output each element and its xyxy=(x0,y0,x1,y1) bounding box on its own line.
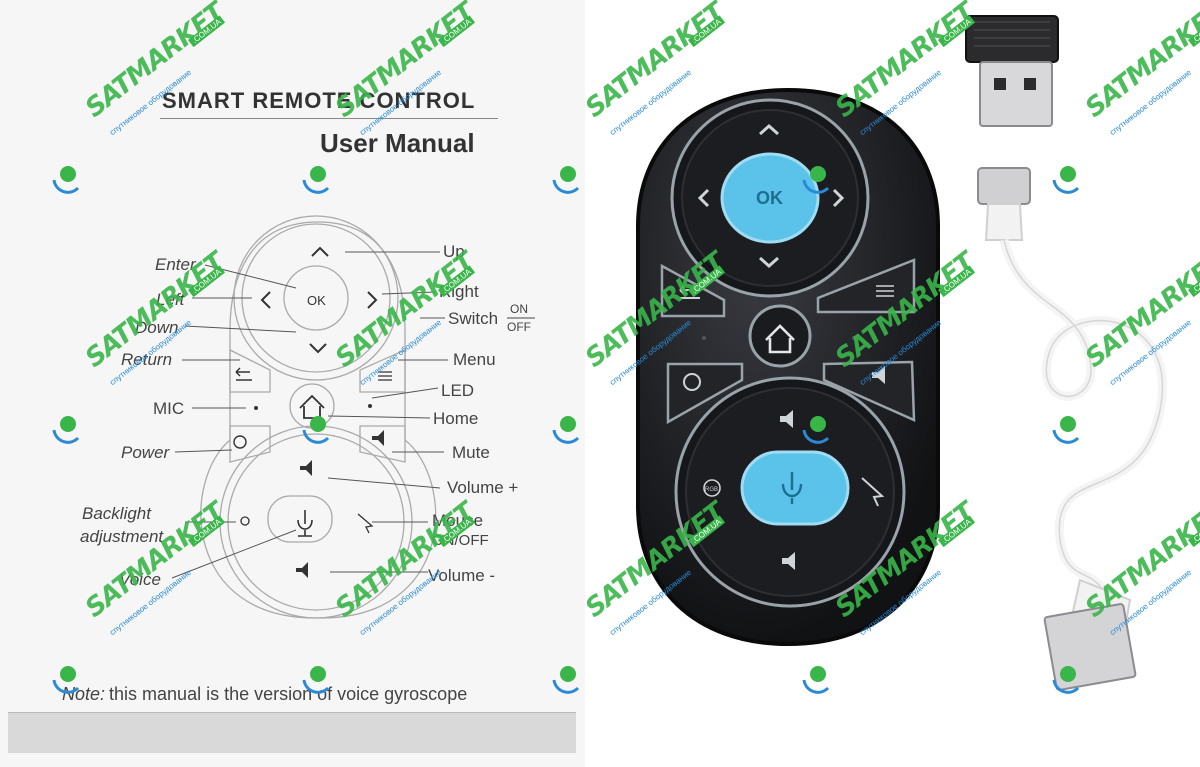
volume-up-icon[interactable] xyxy=(780,410,793,428)
diagram-mic-icon xyxy=(297,510,313,537)
ok-text: OK xyxy=(756,188,783,208)
label-switch-off: OFF xyxy=(507,320,531,334)
left-arrow-icon[interactable] xyxy=(697,188,710,208)
title-rule xyxy=(160,118,498,119)
label-led: LED xyxy=(441,381,475,400)
diagram-right-chevron xyxy=(367,291,378,309)
diagram-power-icon xyxy=(233,435,247,449)
manual-bottom-strip xyxy=(8,712,576,753)
diagram-return-button xyxy=(229,348,271,393)
label-enter: Enter xyxy=(155,255,196,274)
manual-note: Note:this manual is the version of voice… xyxy=(62,684,467,705)
label-adjustment: adjustment xyxy=(80,527,164,546)
label-volume-plus: Volume + xyxy=(447,478,519,497)
diagram-led-dot xyxy=(368,404,372,408)
diagram-home-icon xyxy=(299,394,325,419)
label-switch-on: ON xyxy=(510,302,528,316)
user-manual-sheet: SMART REMOTE CONTROL User Manual xyxy=(0,0,585,767)
watermark-tagline: спутниковое оборудование xyxy=(1108,67,1194,138)
label-return: Return xyxy=(121,350,173,369)
diagram-home-button xyxy=(289,383,335,429)
backlight-rgb-icon[interactable] xyxy=(703,479,721,497)
label-right: Right xyxy=(439,282,479,301)
diagram-mute-speaker-icon xyxy=(372,430,384,446)
mute-icon xyxy=(872,366,885,384)
volume-down-icon[interactable] xyxy=(782,552,795,570)
rgb-text: RGB xyxy=(705,487,718,493)
home-icon xyxy=(765,324,795,354)
menu-icon xyxy=(876,285,894,297)
diagram-return-icon xyxy=(235,367,252,381)
ok-button[interactable] xyxy=(720,152,820,244)
label-mouse-onoff: ON/OFF xyxy=(432,532,489,549)
diagram-ok-button xyxy=(283,265,349,331)
label-backlight: Backlight xyxy=(82,504,151,523)
diagram-down-chevron xyxy=(309,343,327,354)
manual-subtitle: User Manual xyxy=(320,128,475,158)
manual-title: SMART REMOTE CONTROL xyxy=(162,88,476,113)
label-voice: Voice xyxy=(119,570,161,589)
diagram-left-chevron xyxy=(260,291,271,309)
diagram-mic-button xyxy=(267,495,333,543)
watermark-brand: SATMARKET xyxy=(1080,0,1200,124)
note-prefix: Note: xyxy=(62,684,106,704)
label-mute: Mute xyxy=(452,443,490,462)
mic-hole xyxy=(702,336,706,340)
diagram-backlight-icon xyxy=(240,516,250,526)
micro-usb-plug xyxy=(977,167,1031,205)
micro-usb-cable xyxy=(977,167,1167,691)
label-left: Left xyxy=(156,290,185,309)
home-button[interactable] xyxy=(748,304,812,368)
label-switch: Switch xyxy=(448,309,499,328)
diagram-menu-icon xyxy=(378,371,392,381)
usb-receiver-dongle xyxy=(965,15,1059,127)
label-power: Power xyxy=(121,443,170,462)
label-down: Down xyxy=(135,318,179,337)
label-mouse: Mouse xyxy=(432,511,484,530)
diagram-power-button xyxy=(229,425,271,463)
label-home: Home xyxy=(433,409,479,428)
power-icon xyxy=(683,373,701,391)
mute-button[interactable] xyxy=(822,360,916,422)
menu-button[interactable] xyxy=(816,258,916,314)
watermark-domain: .COM.UA xyxy=(688,15,726,48)
up-arrow-icon[interactable] xyxy=(759,123,779,136)
note-text: this manual is the version of voice gyro… xyxy=(109,684,468,704)
led-indicator xyxy=(852,336,856,340)
remote-diagram: OK xyxy=(171,215,535,619)
right-arrow-icon[interactable] xyxy=(832,188,845,208)
diagram-vol-down-icon xyxy=(296,562,308,578)
diagram-mic-hole xyxy=(254,406,258,410)
voice-mic-icon xyxy=(781,472,803,504)
power-button[interactable] xyxy=(666,362,744,425)
diagram-ok-text: OK xyxy=(307,293,326,308)
diagram-vol-up-icon xyxy=(300,460,312,476)
diagram-up-chevron xyxy=(311,246,329,257)
dongle-usb-plug xyxy=(979,61,1053,127)
diagram-menu-button xyxy=(359,348,406,393)
label-mic: MIC xyxy=(153,399,185,418)
watermark-domain: .COM.UA xyxy=(1188,15,1200,48)
mouse-toggle-icon[interactable] xyxy=(861,477,885,507)
cable-wire xyxy=(999,238,1167,611)
down-arrow-icon[interactable] xyxy=(759,256,779,269)
diagram-mute-button xyxy=(359,425,406,463)
label-menu: Menu xyxy=(453,350,496,369)
diagram-mouse-icon xyxy=(357,513,374,534)
air-mouse-remote: OK RGB xyxy=(636,87,940,647)
satellite-dish-icon xyxy=(802,666,830,694)
usb-a-plug xyxy=(1043,603,1137,691)
label-up: Up xyxy=(443,242,465,261)
voice-button[interactable] xyxy=(740,450,850,526)
label-volume-minus: Volume - xyxy=(428,566,496,585)
